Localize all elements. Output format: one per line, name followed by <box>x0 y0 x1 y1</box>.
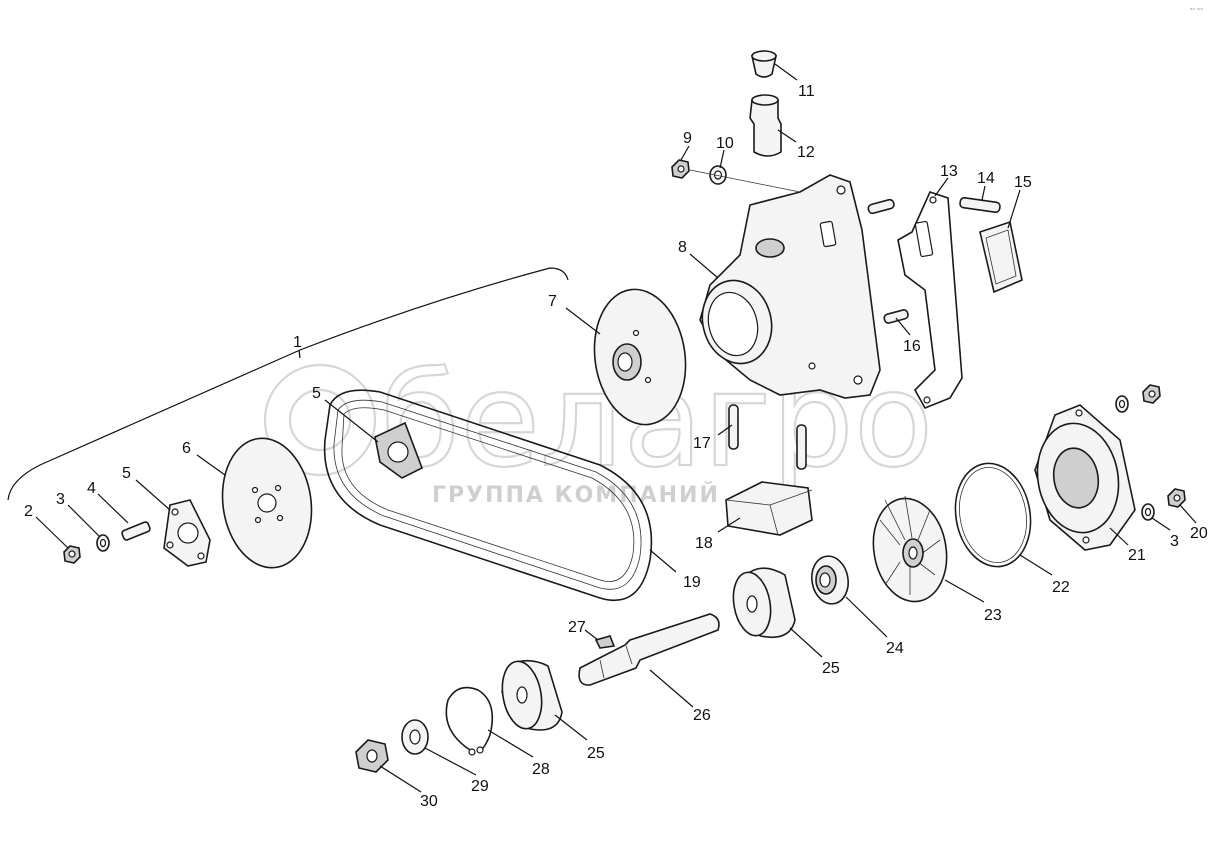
callout-7: 7 <box>548 293 557 310</box>
part-pin-upper <box>867 198 895 215</box>
part-cover-21 <box>1034 404 1136 551</box>
part-shaft-26 <box>578 613 720 686</box>
part-seal-24 <box>810 555 850 605</box>
callout-16: 16 <box>903 338 921 355</box>
part-nuts-20 <box>1142 384 1186 508</box>
callout-3b: 3 <box>1170 533 1179 550</box>
part-nut-9 <box>671 159 690 179</box>
part-vbelt-19 <box>323 389 653 602</box>
part-gasket-13 <box>897 191 963 410</box>
part-bearing-25b <box>501 659 563 731</box>
axis-line-9-10 <box>689 169 801 193</box>
callout-12: 12 <box>797 144 815 161</box>
callout-17: 17 <box>693 435 711 452</box>
callout-23: 23 <box>984 607 1002 624</box>
callout-labels: 1 2 3 4 5 6 5 7 8 9 10 11 12 13 14 15 16… <box>24 83 1208 810</box>
callout-1: 1 <box>293 334 302 351</box>
callout-6: 6 <box>182 440 191 457</box>
callout-25: 25 <box>822 660 840 677</box>
callout-18: 18 <box>695 535 713 552</box>
part-key-27 <box>594 635 616 649</box>
part-nut-30 <box>355 739 389 773</box>
callout-15: 15 <box>1014 174 1032 191</box>
callout-30: 30 <box>420 793 438 810</box>
part-pulley-disc-6 <box>221 437 313 569</box>
callout-29: 29 <box>471 778 489 795</box>
part-cap-11 <box>751 50 777 78</box>
callout-27: 27 <box>568 619 586 636</box>
part-flange-5 <box>163 499 211 567</box>
watermark-subtitle: ГРУППА КОМПАНИЙ <box>432 482 720 508</box>
part-housing-8 <box>699 174 881 399</box>
part-block-18 <box>725 481 813 536</box>
callout-21: 21 <box>1128 547 1146 564</box>
part-flange-5b <box>374 421 424 479</box>
callout-11: 11 <box>798 83 815 100</box>
callout-19: 19 <box>683 574 701 591</box>
part-pin-16 <box>883 309 909 324</box>
callout-8: 8 <box>678 239 687 256</box>
part-bearing-25 <box>732 567 796 639</box>
leader-lines <box>35 63 1197 793</box>
part-impeller-23 <box>872 495 948 603</box>
callout-25b: 25 <box>587 745 605 762</box>
callout-13: 13 <box>940 163 958 180</box>
part-washer-3 <box>96 534 110 552</box>
callout-4: 4 <box>87 480 96 497</box>
part-pins-17 <box>728 404 807 470</box>
part-washer-10 <box>709 165 727 185</box>
part-pulley-7 <box>593 288 687 426</box>
part-nut-2 <box>63 545 81 564</box>
callout-10: 10 <box>716 135 734 152</box>
callout-26: 26 <box>693 707 711 724</box>
part-stud-4 <box>121 521 151 541</box>
part-pin-14 <box>959 196 1001 214</box>
part-circlip-28 <box>445 686 494 756</box>
callout-5b: 5 <box>312 385 321 402</box>
part-seal-15 <box>979 220 1023 294</box>
callout-3: 3 <box>56 491 65 508</box>
part-oring-22 <box>954 462 1032 568</box>
callout-24: 24 <box>886 640 904 657</box>
callout-22: 22 <box>1052 579 1070 596</box>
callout-9: 9 <box>683 130 692 147</box>
callout-28: 28 <box>532 761 550 778</box>
part-washer-29 <box>401 719 429 755</box>
callout-2: 2 <box>24 503 33 520</box>
corner-mark: ᵒʳⁱ ˢᵐ <box>1190 7 1203 14</box>
part-fitting-12 <box>749 94 782 157</box>
callout-14: 14 <box>977 170 995 187</box>
callout-5: 5 <box>122 465 131 482</box>
part-washers-3b <box>1115 395 1155 521</box>
assembly-bracket <box>7 267 569 501</box>
callout-20: 20 <box>1190 525 1208 542</box>
